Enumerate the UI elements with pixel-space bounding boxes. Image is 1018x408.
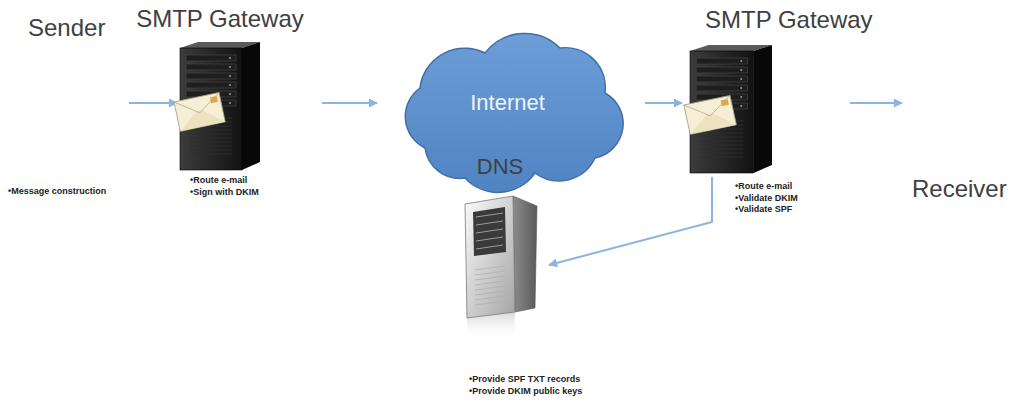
vent-line xyxy=(190,134,232,135)
dns-title: DNS xyxy=(477,153,523,182)
front-panel xyxy=(473,207,506,256)
status-light xyxy=(229,93,231,95)
node-body xyxy=(690,45,772,173)
envelope-icon xyxy=(684,95,737,134)
status-light xyxy=(229,102,231,104)
bullet-item: •Provide DKIM public keys xyxy=(469,386,582,398)
vent-line xyxy=(700,141,743,142)
drive-slot xyxy=(476,229,503,233)
vent-line xyxy=(190,154,232,155)
bullet-item: •Validate DKIM xyxy=(735,193,798,205)
status-light xyxy=(229,75,231,77)
node-notes: •Provide SPF TXT records•Provide DKIM pu… xyxy=(469,374,582,397)
bullet-item: •Route e-mail xyxy=(735,181,798,193)
drive-bay xyxy=(696,58,747,64)
bullet-item: •Message construction xyxy=(8,186,106,198)
vent-line xyxy=(190,150,232,151)
smtp-gateway: SMTP Gateway•Route e-mail•Sign with DKIM xyxy=(180,42,260,170)
server-side xyxy=(754,45,772,173)
drive-bay xyxy=(696,76,747,82)
server-side xyxy=(242,42,260,170)
flow-arrow xyxy=(549,177,712,265)
flow-arrow xyxy=(645,102,682,104)
status-light xyxy=(740,105,742,107)
vent-line xyxy=(700,145,743,146)
status-light xyxy=(740,96,742,98)
vent-line xyxy=(475,271,505,275)
bullet-item: •Sign with DKIM xyxy=(190,187,259,199)
actor-name: Sender xyxy=(8,12,105,43)
node-notes: •Route e-mail•Validate DKIM•Validate SPF xyxy=(735,181,798,216)
dns-server-icon xyxy=(455,190,545,320)
gateway-title: SMTP Gateway xyxy=(136,3,304,34)
vent-line xyxy=(190,130,232,131)
actor-name: Receiver xyxy=(906,173,1007,204)
server-icon xyxy=(690,45,772,173)
status-light xyxy=(229,66,231,68)
vent-line xyxy=(190,146,232,147)
vent-line xyxy=(190,138,232,139)
drive-bay xyxy=(696,85,747,91)
drive-slot xyxy=(476,213,503,217)
flow-arrow xyxy=(850,102,902,104)
vent-line xyxy=(700,149,743,150)
vent-line xyxy=(475,281,505,285)
vent-line xyxy=(475,301,505,305)
vent-line xyxy=(475,296,505,300)
node-body: Receiver xyxy=(906,92,1011,204)
node-body: Sender •Message construction xyxy=(8,12,126,198)
status-light xyxy=(740,78,742,80)
status-light xyxy=(740,69,742,71)
bullet-item: •Route e-mail xyxy=(190,175,259,187)
node-body xyxy=(455,190,545,320)
drive-bay xyxy=(696,67,747,73)
vent-line xyxy=(700,137,743,138)
cloud-label: Internet xyxy=(470,89,545,118)
drive-bay xyxy=(186,55,236,61)
drive-bay xyxy=(186,64,236,70)
vent-line xyxy=(700,133,743,134)
drive-slot xyxy=(476,221,503,225)
vent-line xyxy=(700,157,743,158)
envelope-icon xyxy=(174,92,225,131)
server-icon xyxy=(180,42,260,170)
vent-line xyxy=(700,153,743,154)
status-light xyxy=(229,84,231,86)
dns-server: DNS•Provide SPF TXT records•Provide DKIM… xyxy=(455,190,545,320)
bullet-item: •Provide SPF TXT records xyxy=(469,374,582,386)
node-heading: DNS xyxy=(477,153,523,182)
status-light xyxy=(740,60,742,62)
drive-slot xyxy=(476,237,503,241)
gateway-title: SMTP Gateway xyxy=(705,4,873,35)
bullet-item: •Validate SPF xyxy=(735,204,798,216)
vent-line xyxy=(475,276,505,280)
node-heading: SMTP Gateway xyxy=(136,3,304,34)
drive-bay xyxy=(186,73,236,79)
drive-slot xyxy=(476,245,503,249)
server-side xyxy=(513,196,537,312)
server-front xyxy=(465,196,515,318)
vent-line xyxy=(475,286,505,290)
vent-line xyxy=(190,142,232,143)
sender-actor: Sender •Message construction xyxy=(8,12,126,198)
flow-arrow xyxy=(322,102,377,104)
smtp-gateway: SMTP Gateway•Route e-mail•Validate DKIM•… xyxy=(690,45,772,173)
drive-bay xyxy=(186,82,236,88)
node-notes: •Route e-mail•Sign with DKIM xyxy=(190,175,259,198)
flow-arrow xyxy=(129,102,177,104)
node-heading: SMTP Gateway xyxy=(705,4,873,35)
status-light xyxy=(740,87,742,89)
node-body xyxy=(180,42,260,170)
cloud-outline xyxy=(405,33,623,192)
vent-line xyxy=(475,291,505,295)
receiver-actor: Receiver xyxy=(906,92,1011,204)
vent-line xyxy=(475,266,505,270)
status-light xyxy=(229,57,231,59)
